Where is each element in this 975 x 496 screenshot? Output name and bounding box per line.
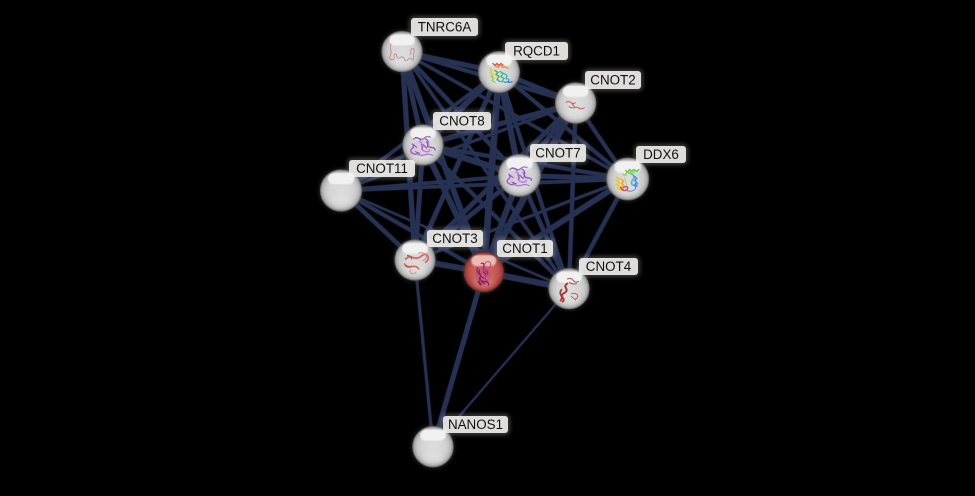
- svg-text:CNOT7: CNOT7: [535, 146, 580, 161]
- svg-text:CNOT8: CNOT8: [439, 114, 484, 129]
- svg-text:CNOT1: CNOT1: [502, 241, 547, 256]
- svg-text:NANOS1: NANOS1: [448, 417, 503, 432]
- svg-text:CNOT2: CNOT2: [590, 73, 635, 88]
- svg-text:DDX6: DDX6: [643, 147, 679, 162]
- svg-text:RQCD1: RQCD1: [513, 44, 560, 59]
- svg-text:CNOT11: CNOT11: [356, 161, 408, 176]
- svg-text:CNOT3: CNOT3: [432, 231, 477, 246]
- svg-text:TNRC6A: TNRC6A: [418, 20, 472, 35]
- svg-text:CNOT4: CNOT4: [586, 259, 632, 274]
